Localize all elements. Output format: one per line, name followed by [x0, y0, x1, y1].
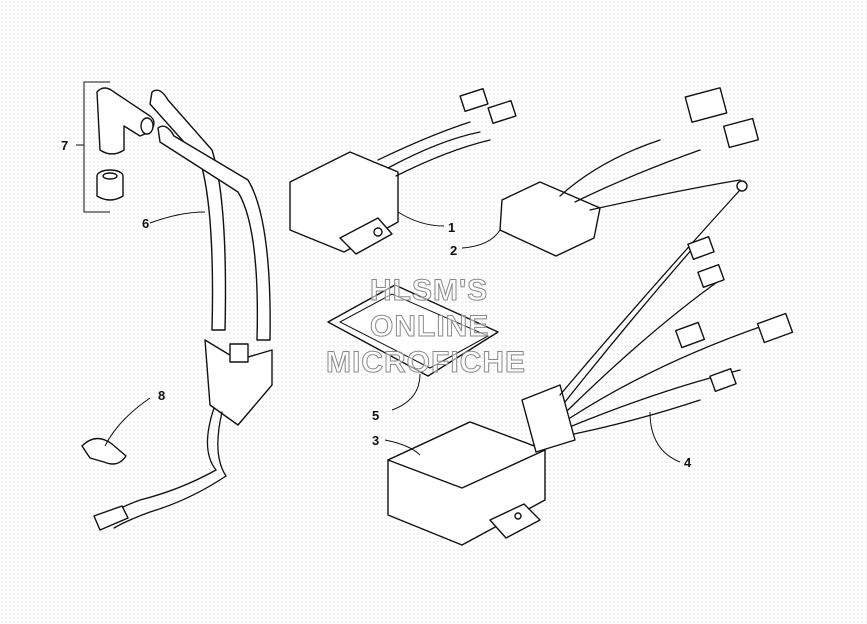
part-3-ecu-box [387, 421, 546, 546]
callout-6: 6 [142, 216, 149, 231]
part-4-wiring-harness [521, 189, 794, 453]
part-2-leader [461, 229, 501, 249]
watermark-line-2: ONLINE [369, 310, 490, 344]
callout-8: 8 [158, 388, 165, 403]
callout-5: 5 [372, 408, 379, 423]
part-5-leader [391, 373, 421, 411]
part-2-voltage-regulator [499, 87, 760, 257]
part-8-leader [104, 397, 151, 447]
callout-7: 7 [61, 138, 68, 153]
watermark-line-3: MICROFICHE [326, 346, 526, 380]
callout-3: 3 [372, 433, 379, 448]
part-6-ignition-coil [93, 89, 273, 531]
callout-2: 2 [450, 243, 457, 258]
part-3-leader [384, 439, 421, 456]
part-7-spark-plug-cap [96, 87, 155, 201]
part-7-bracket [83, 81, 110, 213]
callout-1: 1 [448, 220, 455, 235]
watermark-line-1: HLSM'S [369, 274, 489, 308]
part-1-cdi-module [289, 87, 517, 255]
part-8-clip [81, 437, 127, 465]
part-6-leader [149, 211, 206, 224]
part-1-leader [397, 211, 445, 227]
part-4-leader [649, 411, 681, 463]
part-5-label-sheet [327, 284, 499, 377]
callout-4: 4 [684, 455, 692, 470]
